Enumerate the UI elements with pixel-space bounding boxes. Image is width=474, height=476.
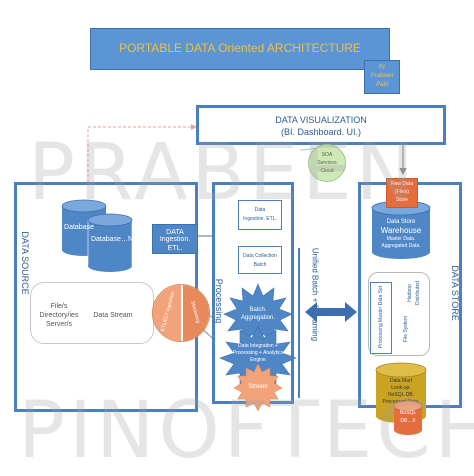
title-banner: PORTABLE DATA Oriented ARCHITECTURE [90,28,390,70]
processing-ingest-subtitle: Ingestion. ETL. [243,215,277,222]
nosql-label-2: DB…X [400,418,416,425]
integration-label-2: Processing + Analytics [232,350,284,357]
author-first-name: Prabeen [370,73,394,80]
processing-small-box [370,282,392,354]
author-by: by [378,64,386,71]
page-title: PORTABLE DATA Oriented ARCHITECTURE [119,41,361,56]
ingestion-subtitle: Ingestion. ETL. [159,236,191,252]
integration-label-1: Data Integration + [238,343,278,350]
warehouse-label-3: Master Data. [386,236,416,243]
servers-label: Server/s [45,320,73,328]
soa-cloud-label: Cloud [320,168,334,175]
hadoop-label: Hadoop [407,284,413,302]
processing-ingest-box: Data Ingestion. ETL. [238,200,282,230]
warehouse-label-4: Aggregated Data. [381,243,421,250]
warehouse-label-2: Warehouse [380,226,422,236]
integration-label-3: Engine [250,357,266,364]
ingestion-title: DATA [166,229,184,237]
visualization-box: DATA VISUALIZATION (BI. Dashboard. UI.) [196,105,446,145]
data-collection-box: Data Collection Batch [238,246,282,274]
warehouse-label-1: Data Store [386,218,416,225]
directories-label: Directory/ies [39,311,79,319]
data-collection-title: Data Collection [243,252,277,259]
soa-label: SOA [321,152,333,159]
datamart-label-1: Data Mart [390,378,412,385]
stream-label: Stream [248,384,268,391]
visualization-title: DATA VISUALIZATION [275,114,367,125]
nosql-label-1: NoSQL [399,410,417,417]
datamart-label-2: Look-up. [391,385,411,392]
stream-burst [233,363,283,412]
files-label: File/s [50,302,68,310]
bidirectional-arrow-icon [305,302,357,322]
soa-services-circle: SOA Services Cloud [308,144,346,182]
data-source-label: DATA SOURCE [20,231,30,295]
soa-services-label: Services [317,160,337,167]
ingest-stream-circle [152,284,210,342]
middle-divider [298,248,300,398]
database-n-icon [87,213,133,272]
data-collection-subtitle: Batch [253,261,267,268]
processing-ingest-title: Data [254,206,266,213]
raw-store-label: Store [396,197,408,204]
viz-feedback-arrow [87,124,197,182]
distributed-label: Distributed [415,281,421,305]
raw-data-box: Raw Data (Files) Store [386,178,418,208]
raw-files-label: (Files) [395,189,409,196]
aggregation-label: Aggregation. [240,315,276,322]
ingestion-box: DATA Ingestion. ETL. [152,224,198,254]
nosql-cylinder [393,400,423,435]
database-1-label: Database [64,223,94,231]
author-badge: by Prabeen Patil [364,60,400,94]
database-cylinders [61,199,133,272]
data-store-label: DATA STORE [450,265,460,321]
raw-data-label: Raw Data [391,181,413,188]
database-1-icon [61,199,107,256]
batch-label: Batch. [249,307,267,314]
middle-label: Unified Batch + Streaming [310,247,320,342]
data-stream-label: Data Stream [93,311,133,319]
author-last-name: Patil [376,82,388,89]
file-system-label: File System [403,315,409,343]
processing-bursts [219,283,297,412]
database-n-label: Database…N [90,235,134,243]
visualization-subtitle: (BI. Dashboard. UI.) [280,126,362,137]
processing-master-label: Processing Master Data Set [378,285,384,349]
datamart-label-3: NoSQL DB. [388,392,414,399]
